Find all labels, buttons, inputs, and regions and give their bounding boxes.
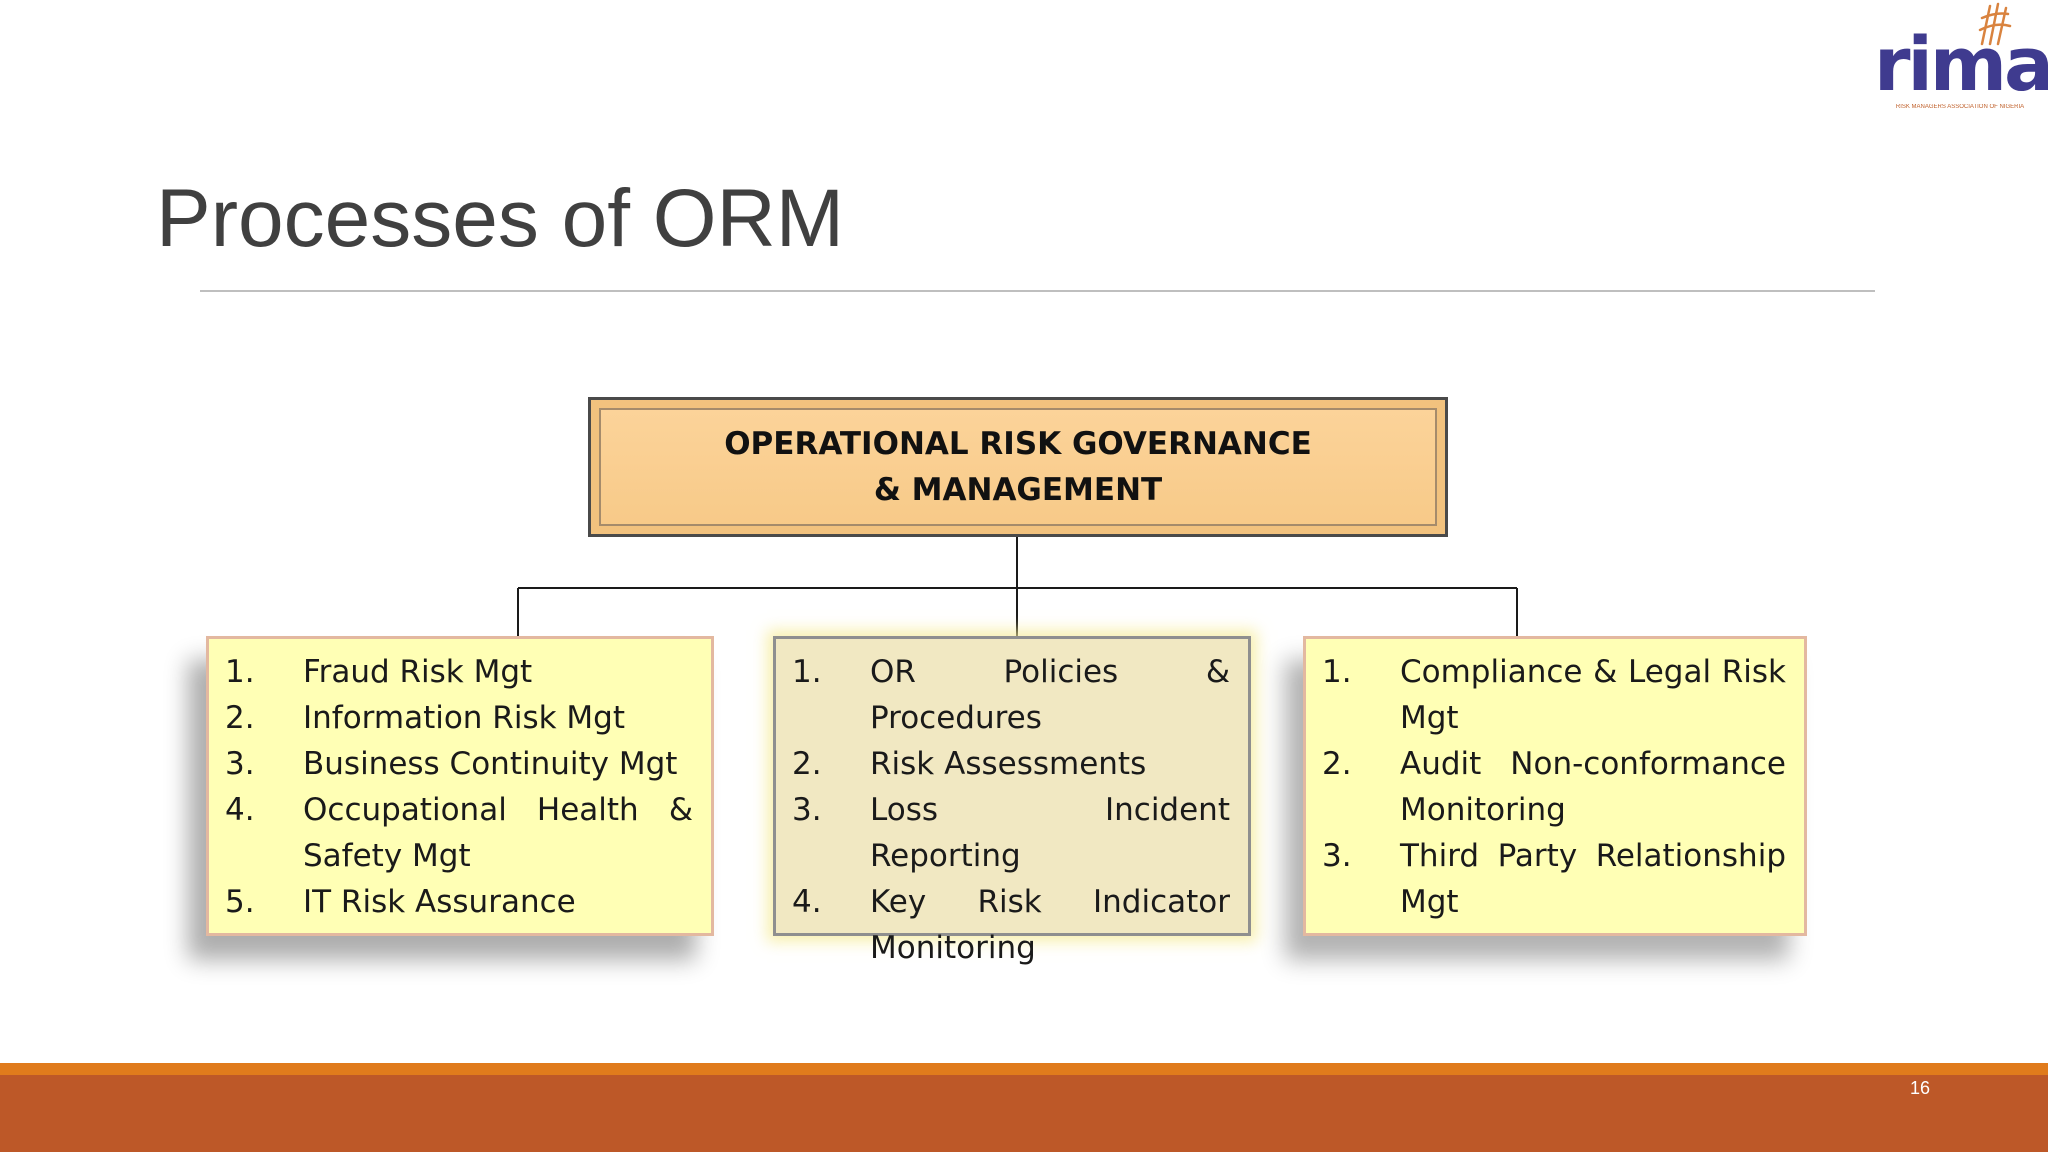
root-node-label: OPERATIONAL RISK GOVERNANCE & MANAGEMENT xyxy=(724,426,1312,508)
left-node: 1.Fraud Risk Mgt 2.Information Risk Mgt … xyxy=(206,636,714,936)
middle-node: 1. OR Policies & Procedures 2. Risk Assess… xyxy=(773,636,1251,966)
item-number: 1. xyxy=(225,654,255,690)
list-item: 2. Information Risk Mgt xyxy=(225,695,693,741)
item-number: 3. xyxy=(225,746,255,782)
list-item: 1. Fraud Risk Mgt xyxy=(225,649,693,695)
item-text: Compliance & Legal Risk Mgt xyxy=(1400,654,1786,736)
page-number: 16 xyxy=(1909,1078,1931,1098)
list-item: 3. Business Continuity Mgt xyxy=(225,741,693,787)
item-number: 5. xyxy=(225,884,255,920)
logo-tagline: RISK MANAGERS ASSOCIATION OF NIGERIA xyxy=(1895,104,2025,110)
right-list: 1. Compliance & Legal Risk Mgt 2. Audit No… xyxy=(1322,649,1786,925)
list-item: 2. Audit Non-conformance Monitoring xyxy=(1322,741,1786,833)
item-text: OR Policies & Procedures xyxy=(870,654,1230,736)
item-number: 4. xyxy=(225,792,255,828)
item-text: Risk Assessments xyxy=(870,746,1147,782)
item-text: Loss Incident Reporting xyxy=(870,792,1230,874)
list-item: 5. IT Risk Assurance xyxy=(225,879,693,925)
riman-logo: riman RISK MANAGERS ASSOCIATION OF NIGER… xyxy=(1868,0,2048,120)
item-number: 2. xyxy=(792,746,822,782)
slide-title: Processes of ORM xyxy=(156,173,845,264)
item-text: Information Risk Mgt xyxy=(303,700,625,736)
item-number: 1. xyxy=(1322,654,1352,690)
left-list: 1.Fraud Risk Mgt 2.Information Risk Mgt … xyxy=(225,649,693,925)
item-text: Third Party Relationship Mgt xyxy=(1400,838,1786,920)
item-text: IT Risk Assurance xyxy=(303,884,576,920)
basket-icon xyxy=(1978,2,2012,46)
item-text: Audit Non-conformance Monitoring xyxy=(1400,746,1786,828)
list-item: 4. Key Risk Indicator Monitoring xyxy=(792,879,1230,971)
list-item: 3. Third Party Relationship Mgt xyxy=(1322,833,1786,925)
item-number: 4. xyxy=(792,884,822,920)
right-node: 1. Compliance & Legal Risk Mgt 2. Audit No… xyxy=(1303,636,1807,936)
item-number: 3. xyxy=(1322,838,1352,874)
root-node: OPERATIONAL RISK GOVERNANCE & MANAGEMENT xyxy=(588,397,1448,537)
footer-stripe xyxy=(0,1063,2048,1075)
list-item: 1. Compliance & Legal Risk Mgt xyxy=(1322,649,1786,741)
item-text: Key Risk Indicator Monitoring xyxy=(870,884,1230,966)
item-number: 2. xyxy=(1322,746,1352,782)
list-item: 1. OR Policies & Procedures xyxy=(792,649,1230,741)
list-item: 4. Occupational Health & Safety Mgt xyxy=(225,787,693,879)
item-text: Business Continuity Mgt xyxy=(303,746,678,782)
footer-bar xyxy=(0,1075,2048,1152)
item-number: 2. xyxy=(225,700,255,736)
item-number: 1. xyxy=(792,654,822,690)
item-text: Fraud Risk Mgt xyxy=(303,654,533,690)
list-item: 2. Risk Assessments xyxy=(792,741,1230,787)
logo-wordmark: riman xyxy=(1874,22,2048,108)
middle-list: 1. OR Policies & Procedures 2. Risk Assess… xyxy=(792,649,1230,971)
list-item: 3. Loss Incident Reporting xyxy=(792,787,1230,879)
item-number: 3. xyxy=(792,792,822,828)
item-text: Occupational Health & Safety Mgt xyxy=(303,792,693,874)
title-divider xyxy=(200,290,1875,292)
